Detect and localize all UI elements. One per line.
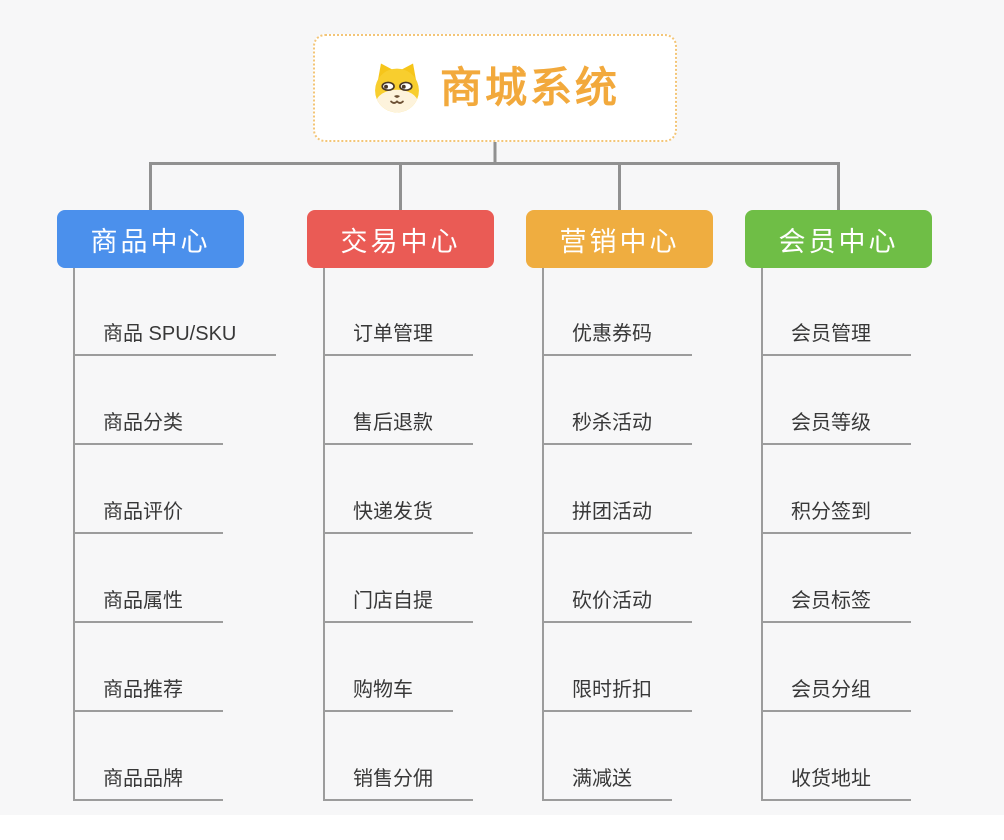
branch-trunk-line (73, 268, 75, 801)
leaf-node[interactable]: 购物车 (323, 676, 453, 712)
branch-marketing-center: 营销中心 优惠券码秒杀活动拼团活动砍价活动限时折扣满减送 (526, 210, 713, 801)
branch-leaves: 订单管理售后退款快递发货门店自提购物车销售分佣 (323, 268, 583, 813)
leaf-node[interactable]: 销售分佣 (323, 765, 473, 801)
leaf-node[interactable]: 会员标签 (761, 587, 911, 623)
leaf-node[interactable]: 商品属性 (73, 587, 223, 623)
branch-leaves: 优惠券码秒杀活动拼团活动砍价活动限时折扣满减送 (542, 268, 802, 813)
leaf-node[interactable]: 商品评价 (73, 498, 223, 534)
leaf-node[interactable]: 满减送 (542, 765, 672, 801)
leaf-node[interactable]: 商品品牌 (73, 765, 223, 801)
leaf-node[interactable]: 优惠券码 (542, 320, 692, 356)
branch-trade-center: 交易中心 订单管理售后退款快递发货门店自提购物车销售分佣 (307, 210, 494, 801)
leaf-node[interactable]: 会员管理 (761, 320, 911, 356)
branch-trunk-line (761, 268, 763, 801)
leaf-node[interactable]: 会员分组 (761, 676, 911, 712)
branch-header-trade-center[interactable]: 交易中心 (307, 210, 494, 268)
leaf-node[interactable]: 快递发货 (323, 498, 473, 534)
shiba-dog-icon (370, 60, 424, 116)
branch-header-product-center[interactable]: 商品中心 (57, 210, 244, 268)
branch-trunk-line (323, 268, 325, 801)
leaf-node[interactable]: 门店自提 (323, 587, 473, 623)
root-node[interactable]: 商城系统 (313, 34, 677, 142)
leaf-node[interactable]: 售后退款 (323, 409, 473, 445)
branch-trunk-line (542, 268, 544, 801)
leaf-node[interactable]: 限时折扣 (542, 676, 692, 712)
leaf-node[interactable]: 商品分类 (73, 409, 223, 445)
leaf-node[interactable]: 秒杀活动 (542, 409, 692, 445)
leaf-node[interactable]: 订单管理 (323, 320, 473, 356)
leaf-node[interactable]: 商品推荐 (73, 676, 223, 712)
branch-leaves: 商品 SPU/SKU 商品分类商品评价商品属性商品推荐商品品牌 (73, 268, 333, 813)
leaf-node[interactable]: 会员等级 (761, 409, 911, 445)
leaf-node[interactable]: 砍价活动 (542, 587, 692, 623)
branch-member-center: 会员中心 会员管理会员等级积分签到会员标签会员分组收货地址 (745, 210, 932, 801)
leaf-node[interactable]: 收货地址 (761, 765, 911, 801)
branch-leaves: 会员管理会员等级积分签到会员标签会员分组收货地址 (761, 268, 1004, 813)
branch-product-center: 商品中心 商品 SPU/SKU 商品分类商品评价商品属性商品推荐商品品牌 (57, 210, 277, 801)
root-title: 商城系统 (439, 64, 620, 111)
canvas-bottom-edge (0, 815, 1004, 840)
branch-header-marketing-center[interactable]: 营销中心 (526, 210, 713, 268)
branch-header-member-center[interactable]: 会员中心 (745, 210, 932, 268)
leaf-node[interactable]: 拼团活动 (542, 498, 692, 534)
leaf-node[interactable]: 商品 SPU/SKU (73, 320, 277, 356)
leaf-node[interactable]: 积分签到 (761, 498, 911, 534)
